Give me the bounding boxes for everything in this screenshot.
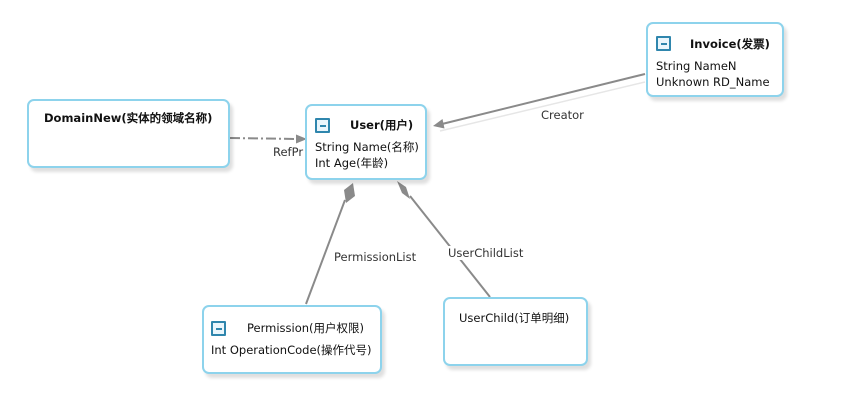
creator-edge-shadow (439, 81, 646, 132)
invoice-attribute: Unknown RD_Name (656, 75, 770, 89)
permission-title: Permission(用户权限) (247, 321, 364, 335)
userchild-title: UserChild(订单明细) (459, 311, 570, 325)
permission-diamond (344, 183, 355, 203)
userchild-node[interactable]: UserChild(订单明细) (443, 297, 588, 366)
invoice-node[interactable]: Invoice(发票) String NameN Unknown RD_Name (646, 22, 784, 97)
creator-label: Creator (540, 108, 585, 122)
creator-edge[interactable] (441, 73, 646, 125)
invoice-attribute: String NameN (656, 59, 737, 73)
ref-label: RefPr (273, 145, 304, 159)
ref-edge[interactable] (229, 137, 299, 140)
domain-new-title: DomainNew(实体的领域名称) (44, 111, 213, 125)
permission-edge[interactable] (305, 199, 346, 305)
userchild-diamond (397, 181, 410, 199)
invoice-title: Invoice(发票) (690, 37, 770, 51)
creator-arrowhead (433, 119, 445, 129)
collapse-icon[interactable] (315, 118, 330, 133)
ref-arrowhead (296, 134, 307, 144)
user-attribute: Int Age(年龄) (315, 156, 389, 170)
permission-attribute: Int OperationCode(操作代号) (211, 343, 372, 357)
user-title: User(用户) (350, 118, 414, 132)
permission-list-label: PermissionList (333, 250, 418, 264)
permission-node[interactable]: Permission(用户权限) Int OperationCode(操作代号) (202, 305, 382, 374)
collapse-icon[interactable] (656, 36, 671, 51)
userchild-list-label: UserChildList (447, 246, 525, 260)
domain-new-node[interactable]: DomainNew(实体的领域名称) (27, 99, 230, 168)
user-attribute: String Name(名称) (315, 140, 419, 154)
user-node[interactable]: User(用户) String Name(名称) Int Age(年龄) (305, 104, 427, 180)
collapse-icon[interactable] (211, 321, 226, 336)
